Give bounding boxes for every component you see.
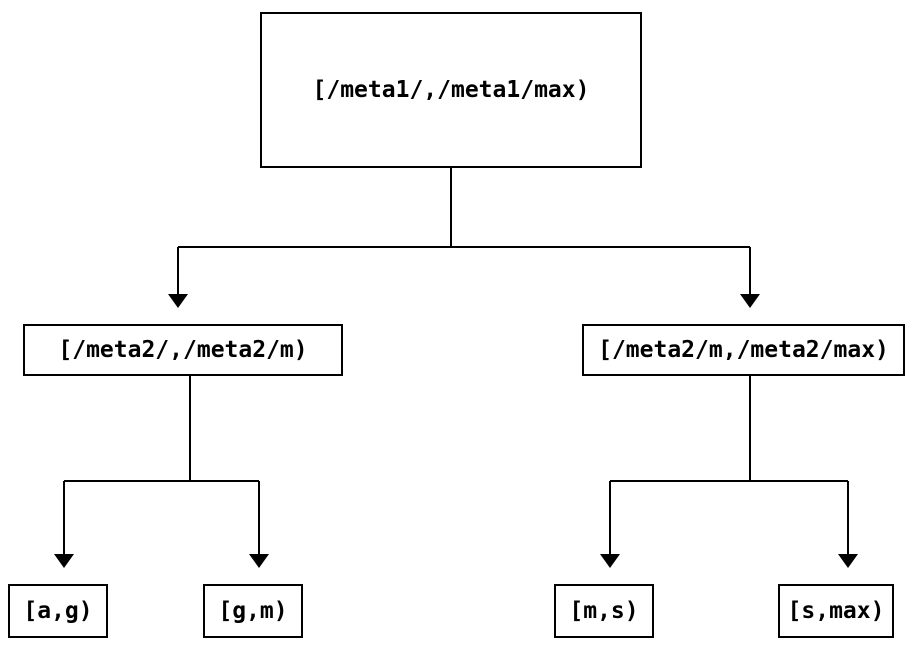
node-label: [/meta2/,/meta2/m): [58, 337, 308, 363]
arrowhead-down-icon: [740, 294, 760, 308]
arrowheads: [54, 294, 858, 568]
arrowhead-down-icon: [249, 554, 269, 568]
node-label: [g,m): [218, 598, 288, 624]
node-label: [/meta1/,/meta1/max): [312, 77, 590, 103]
edge-lines: [63, 168, 849, 555]
node-label: [s,max): [787, 598, 885, 624]
node-label: [m,s): [569, 598, 639, 624]
arrowhead-down-icon: [168, 294, 188, 308]
node-leaf-g-m: [g,m): [203, 584, 303, 638]
node-label: [a,g): [23, 598, 93, 624]
arrowhead-down-icon: [600, 554, 620, 568]
node-leaf-s-max: [s,max): [778, 584, 894, 638]
node-leaf-m-s: [m,s): [554, 584, 654, 638]
node-label: [/meta2/m,/meta2/max): [598, 337, 889, 363]
arrowhead-down-icon: [838, 554, 858, 568]
node-leaf-a-g: [a,g): [8, 584, 108, 638]
node-root-meta1-range: [/meta1/,/meta1/max): [260, 12, 642, 168]
arrowhead-down-icon: [54, 554, 74, 568]
node-meta2-right-range: [/meta2/m,/meta2/max): [582, 324, 905, 376]
node-meta2-left-range: [/meta2/,/meta2/m): [23, 324, 343, 376]
